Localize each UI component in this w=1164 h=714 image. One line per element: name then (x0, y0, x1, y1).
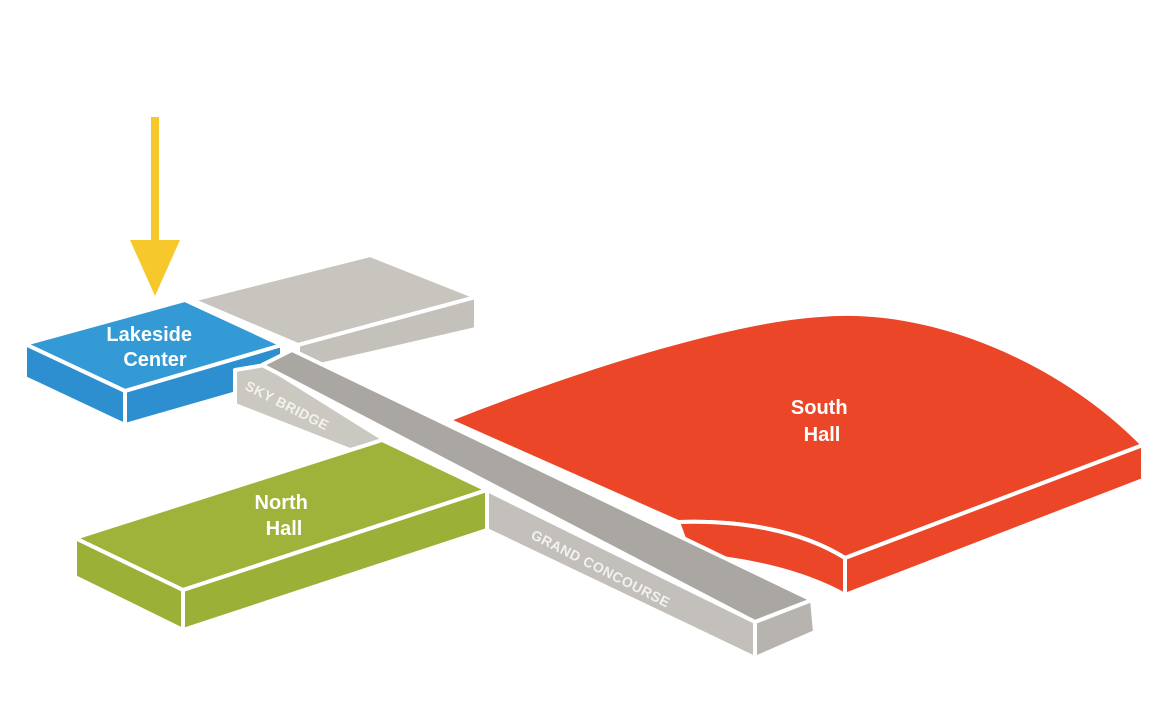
arrow-shaft (151, 117, 159, 247)
arrow-head (130, 240, 180, 296)
lakeside-label-line2: Center (123, 349, 187, 371)
south-hall-front-side (843, 443, 1145, 597)
south-hall-label-line1: South (791, 397, 848, 419)
annex-building[interactable] (190, 253, 478, 372)
arrow-down-icon (130, 117, 180, 296)
north-hall-label-line1: North (255, 492, 308, 514)
north-hall-label-line2: Hall (266, 518, 303, 540)
north-hall[interactable]: North Hall (73, 438, 489, 632)
south-hall[interactable]: South Hall (446, 311, 1145, 597)
lakeside-label-line1: Lakeside (106, 324, 192, 346)
lakeside-label: Lakeside Center (106, 324, 197, 371)
lakeside-center[interactable]: Lakeside Center (23, 298, 284, 427)
grand-concourse[interactable]: GRAND CONCOURSE (260, 348, 817, 660)
concourse-left-side (485, 488, 757, 660)
south-hall-label-line2: Hall (804, 424, 841, 446)
south-hall-label: South Hall (791, 397, 853, 446)
north-hall-label: North Hall (255, 492, 314, 540)
